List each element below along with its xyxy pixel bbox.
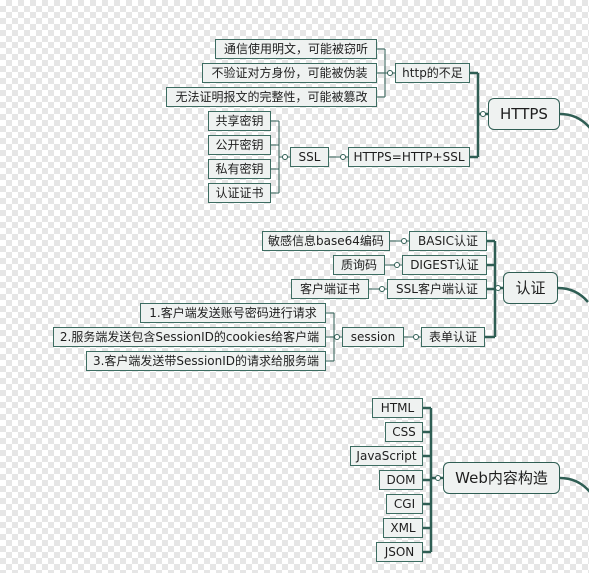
node-digest-auth[interactable]: DIGEST认证 [402, 255, 487, 275]
collapse-toggle[interactable] [340, 154, 346, 160]
leaf-html[interactable]: HTML [372, 398, 423, 418]
collapse-toggle[interactable] [401, 238, 407, 244]
topic-https[interactable]: HTTPS [488, 98, 560, 130]
leaf-private-key[interactable]: 私有密钥 [208, 159, 271, 179]
leaf-xml[interactable]: XML [383, 518, 423, 538]
collapse-toggle[interactable] [282, 154, 288, 160]
node-ssl-client-auth[interactable]: SSL客户端认证 [387, 279, 487, 299]
leaf-session-step-2[interactable]: 2.服务端发送包含SessionID的cookies给客户端 [53, 327, 326, 347]
node-form-auth[interactable]: 表单认证 [421, 327, 485, 347]
leaf-no-integrity-proof[interactable]: 无法证明报文的完整性，可能被篡改 [166, 87, 377, 107]
connector-root [559, 476, 589, 493]
collapse-toggle[interactable] [394, 262, 400, 268]
leaf-shared-key[interactable]: 共享密钥 [208, 111, 271, 131]
leaf-public-key[interactable]: 公开密钥 [208, 135, 271, 155]
collapse-toggle[interactable] [495, 285, 501, 291]
collapse-toggle[interactable] [334, 334, 340, 340]
connector-root [559, 112, 589, 129]
leaf-session-step-3[interactable]: 3.客户端发送带SessionID的请求给服务端 [86, 351, 326, 371]
leaf-session-step-1[interactable]: 1.客户端发送账号密码进行请求 [140, 303, 326, 323]
leaf-challenge-code[interactable]: 质询码 [333, 255, 385, 275]
leaf-plaintext-eavesdrop[interactable]: 通信使用明文，可能被窃听 [215, 39, 377, 59]
leaf-css[interactable]: CSS [385, 422, 423, 442]
leaf-javascript[interactable]: JavaScript [350, 446, 423, 466]
node-http-shortcomings[interactable]: http的不足 [395, 63, 470, 83]
topic-auth[interactable]: 认证 [503, 272, 558, 304]
connector-root [557, 286, 589, 303]
collapse-toggle[interactable] [387, 70, 393, 76]
leaf-no-identity-verification[interactable]: 不验证对方身份，可能被伪装 [202, 63, 377, 83]
leaf-dom[interactable]: DOM [379, 470, 423, 490]
collapse-toggle[interactable] [435, 475, 441, 481]
leaf-json[interactable]: JSON [376, 542, 423, 562]
collapse-toggle[interactable] [480, 111, 486, 117]
node-basic-auth[interactable]: BASIC认证 [409, 231, 487, 251]
leaf-cgi[interactable]: CGI [386, 494, 423, 514]
leaf-certificate[interactable]: 认证证书 [208, 183, 271, 203]
topic-web-content[interactable]: Web内容构造 [443, 462, 560, 494]
leaf-client-certificate[interactable]: 客户端证书 [291, 279, 369, 299]
collapse-toggle[interactable] [413, 334, 419, 340]
node-ssl[interactable]: SSL [290, 147, 329, 167]
leaf-base64[interactable]: 敏感信息base64编码 [262, 231, 390, 251]
node-session[interactable]: session [342, 327, 404, 347]
collapse-toggle[interactable] [379, 286, 385, 292]
node-https-formula[interactable]: HTTPS=HTTP+SSL [348, 147, 470, 167]
